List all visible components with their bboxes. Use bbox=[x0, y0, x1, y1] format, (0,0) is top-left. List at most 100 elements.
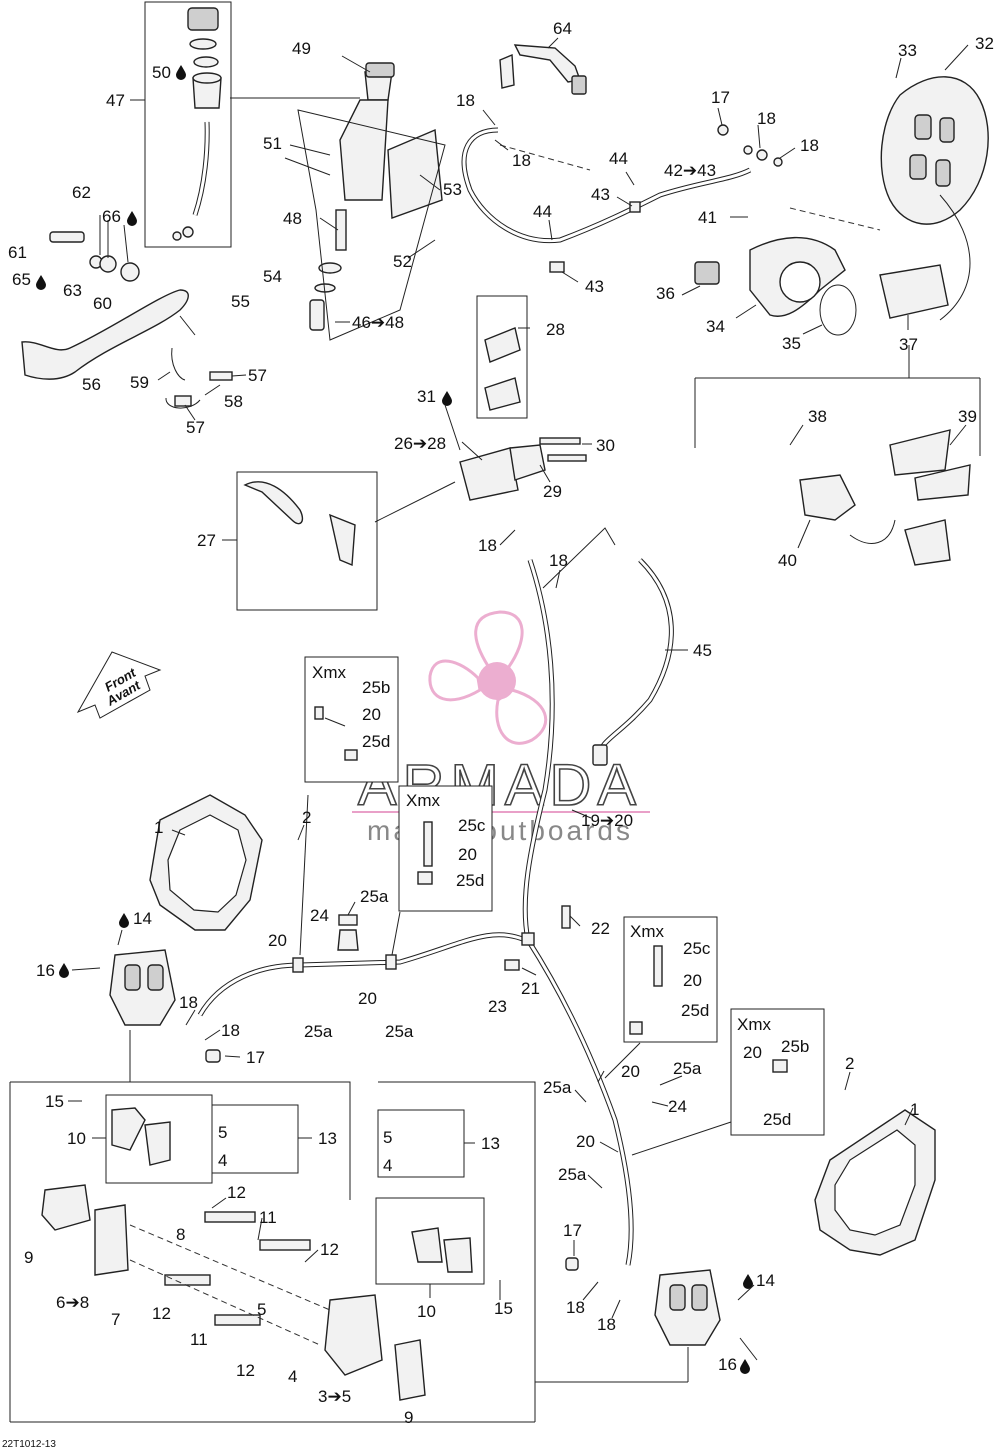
callout-48: 48 bbox=[283, 209, 302, 228]
callout-22: 22 bbox=[591, 919, 610, 938]
callout-9-b: 9 bbox=[404, 1408, 413, 1427]
callout-57-b: 57 bbox=[186, 418, 205, 437]
propeller-logo bbox=[428, 610, 548, 745]
callout-53: 53 bbox=[443, 180, 462, 199]
rear-caliper-group bbox=[694, 76, 989, 566]
callout-15-a: 15 bbox=[45, 1092, 64, 1111]
callout-14-a: 14 bbox=[133, 909, 152, 928]
callout-5-a: 5 bbox=[218, 1123, 227, 1142]
callout-44-b: 44 bbox=[533, 202, 552, 221]
callout-10-b: 10 bbox=[417, 1302, 436, 1321]
callout-42-43: 42➔43 bbox=[664, 161, 716, 180]
callout-36: 36 bbox=[656, 284, 675, 303]
callout-57-a: 57 bbox=[248, 366, 267, 385]
callout-61: 61 bbox=[8, 243, 27, 262]
drop-icon bbox=[740, 1359, 750, 1374]
xmx-label-3: Xmx bbox=[630, 922, 665, 941]
callout-17-a: 17 bbox=[711, 88, 730, 107]
callout-1-a: 1 bbox=[154, 818, 163, 837]
callout-59: 59 bbox=[130, 373, 149, 392]
callout-25b-a: 25b bbox=[362, 678, 390, 697]
callout-55: 55 bbox=[231, 292, 250, 311]
front-direction-arrow: Front Avant bbox=[76, 651, 162, 719]
callout-25d-d: 25d bbox=[763, 1110, 791, 1129]
callout-45: 45 bbox=[693, 641, 712, 660]
xmx-box-3 bbox=[623, 916, 718, 1043]
callout-15-b: 15 bbox=[494, 1299, 513, 1318]
callout-13-a: 13 bbox=[318, 1129, 337, 1148]
front-calipers bbox=[109, 949, 721, 1382]
callout-44-a: 44 bbox=[609, 149, 628, 168]
callout-56: 56 bbox=[82, 375, 101, 394]
callout-25d-a: 25d bbox=[362, 732, 390, 751]
callout-21: 21 bbox=[521, 979, 540, 998]
callout-32: 32 bbox=[975, 34, 994, 53]
rear-brake-line-group bbox=[461, 44, 881, 273]
callout-23: 23 bbox=[488, 997, 507, 1016]
callout-25d-c: 25d bbox=[681, 1001, 709, 1020]
callout-25c-a: 25c bbox=[458, 816, 486, 835]
callout-13-b: 13 bbox=[481, 1134, 500, 1153]
callout-46-48: 46➔48 bbox=[352, 313, 404, 332]
callout-5-c: 5 bbox=[257, 1300, 266, 1319]
lever-detail-box bbox=[236, 471, 378, 611]
callout-12-b: 12 bbox=[320, 1240, 339, 1259]
callout-4-a: 4 bbox=[218, 1151, 227, 1170]
callout-2-a: 2 bbox=[302, 808, 311, 827]
callout-20-h: 20 bbox=[576, 1132, 595, 1151]
front-master-cylinder-group bbox=[236, 295, 587, 611]
caliper-breakdown bbox=[9, 1081, 688, 1423]
callout-40: 40 bbox=[778, 551, 797, 570]
pin-kit-box-right bbox=[377, 1109, 465, 1178]
callout-18-b: 18 bbox=[757, 109, 776, 128]
callout-25a-c: 25a bbox=[385, 1022, 414, 1041]
callout-43-b: 43 bbox=[585, 277, 604, 296]
callout-labels: 64 49 33 32 50 47 18 17 18 18 51 18 44 4… bbox=[8, 19, 994, 1427]
pin-kit-box-left bbox=[211, 1104, 299, 1174]
callout-20-a: 20 bbox=[362, 705, 381, 724]
callout-14-b: 14 bbox=[756, 1271, 775, 1290]
drawing-id: 22T1012-13 bbox=[2, 1439, 56, 1450]
callout-18-e: 18 bbox=[478, 536, 497, 555]
xmx-label-1: Xmx bbox=[312, 663, 347, 682]
callout-9-a: 9 bbox=[24, 1248, 33, 1267]
callout-18-a: 18 bbox=[456, 91, 475, 110]
callout-51: 51 bbox=[263, 134, 282, 153]
mounting-plates bbox=[149, 794, 936, 1256]
callout-28-a: 28 bbox=[546, 320, 565, 339]
callout-25a-d: 25a bbox=[673, 1059, 702, 1078]
reservoir-detail-box bbox=[144, 1, 232, 248]
callout-30: 30 bbox=[596, 436, 615, 455]
callout-12-c: 12 bbox=[152, 1304, 171, 1323]
callout-8: 8 bbox=[176, 1225, 185, 1244]
callout-62: 62 bbox=[72, 183, 91, 202]
callout-25c-b: 25c bbox=[683, 939, 711, 958]
callout-18-g: 18 bbox=[179, 993, 198, 1012]
callout-27: 27 bbox=[197, 531, 216, 550]
callout-10-a: 10 bbox=[67, 1129, 86, 1148]
callout-24-b: 24 bbox=[668, 1097, 687, 1116]
callout-11-a: 11 bbox=[259, 1208, 277, 1227]
xmx-box-2 bbox=[398, 785, 493, 912]
callout-38: 38 bbox=[808, 407, 827, 426]
callout-25d-b: 25d bbox=[456, 871, 484, 890]
xmx-label-4: Xmx bbox=[737, 1015, 772, 1034]
callout-54: 54 bbox=[263, 267, 282, 286]
callout-19-20: 19➔20 bbox=[581, 811, 633, 830]
callout-25b-b: 25b bbox=[781, 1037, 809, 1056]
callout-12-d: 12 bbox=[236, 1361, 255, 1380]
callout-66: 66 bbox=[102, 207, 121, 226]
callout-25a-e: 25a bbox=[543, 1078, 572, 1097]
callout-25a-b: 25a bbox=[304, 1022, 333, 1041]
callout-11-b: 11 bbox=[190, 1330, 208, 1349]
drop-icon bbox=[119, 913, 129, 928]
xmx-label-2: Xmx bbox=[406, 791, 441, 810]
callout-16-a: 16 bbox=[36, 961, 55, 980]
callout-leaders bbox=[68, 37, 969, 1361]
callout-12-a: 12 bbox=[227, 1183, 246, 1202]
callout-64: 64 bbox=[553, 19, 572, 38]
callout-20-g: 20 bbox=[621, 1062, 640, 1081]
callout-60: 60 bbox=[93, 294, 112, 313]
callout-20-b: 20 bbox=[458, 845, 477, 864]
